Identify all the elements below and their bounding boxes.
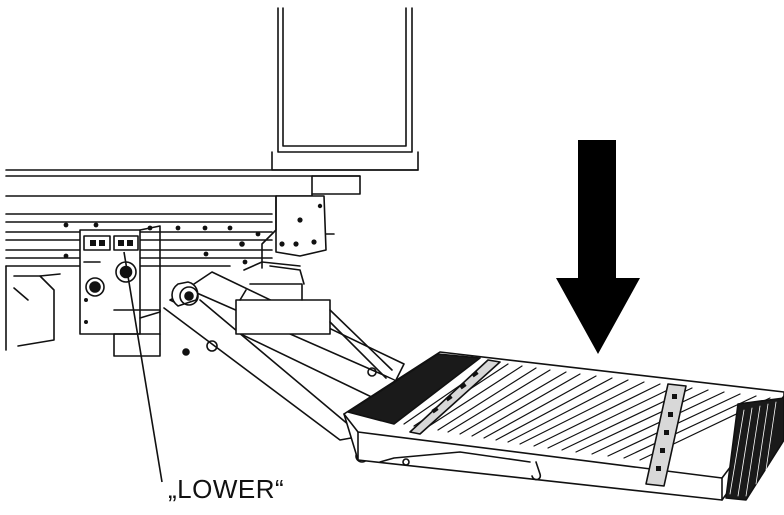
control-box [79,225,161,357]
mounting-bracket [261,195,335,269]
callout-label: „LOWER“ [168,474,285,504]
vehicle-body [5,7,419,197]
lift-platform [343,351,784,501]
callout-leader-line [123,251,163,483]
down-arrow-icon [556,140,640,354]
hydraulic-cylinder [235,261,393,379]
lower-frame [5,265,61,351]
control-switch-icon [85,261,137,297]
